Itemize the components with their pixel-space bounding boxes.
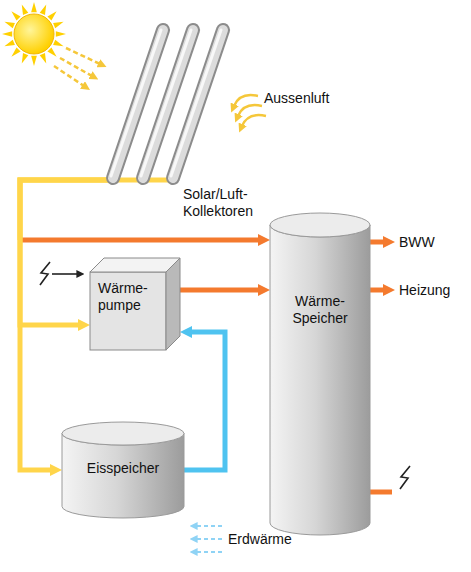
sun-rays-arrows bbox=[54, 48, 100, 86]
collector-group: Solar/Luft- Kollektoren bbox=[113, 20, 256, 224]
pipe-connector bbox=[184, 332, 225, 470]
output-label: BWW bbox=[399, 234, 435, 250]
sun-ray bbox=[22, 4, 29, 15]
node-text: Wärme- pumpe bbox=[98, 280, 148, 314]
ice-storage-tank: Eisspeicher bbox=[62, 422, 184, 518]
pipe-segment bbox=[20, 180, 113, 240]
collector-tube bbox=[171, 30, 223, 178]
sun-ray bbox=[56, 31, 66, 37]
sun-symbol bbox=[2, 2, 66, 66]
output-label: Heizung bbox=[399, 282, 450, 298]
pipe-segment bbox=[20, 238, 261, 243]
heat-pump-box: Wärme- pumpe bbox=[90, 258, 180, 350]
outside-air-label: Aussenluft bbox=[264, 90, 329, 106]
node-text: Eisspeicher bbox=[87, 460, 159, 477]
pipe-connector bbox=[20, 180, 261, 240]
sun-ray bbox=[47, 47, 56, 56]
heat-storage-tank: Wärme- Speicher bbox=[270, 213, 370, 535]
ground-heat-arrows bbox=[196, 526, 222, 552]
sun-ray bbox=[31, 56, 37, 66]
sun-ray bbox=[2, 31, 12, 37]
sun-ray bbox=[40, 4, 47, 15]
node-text: Solar/Luft- Kollektoren bbox=[183, 186, 253, 220]
sun-ray bbox=[53, 22, 64, 29]
sun-ray bbox=[11, 47, 20, 56]
sun-ray bbox=[31, 2, 37, 12]
node-text: Wärme- Speicher bbox=[292, 293, 347, 327]
sun-ray bbox=[4, 22, 15, 29]
pipe-segment bbox=[184, 332, 225, 470]
sun-ray bbox=[40, 53, 47, 64]
sun-ray bbox=[4, 40, 15, 47]
sun-ray bbox=[11, 11, 20, 20]
ground-heat-label: Erdwärme bbox=[228, 531, 292, 547]
sun-ray bbox=[47, 11, 56, 20]
sun-ray bbox=[22, 53, 29, 64]
outside-air-arrows bbox=[234, 95, 266, 126]
pipe-connector bbox=[180, 290, 261, 291]
pipe-segment bbox=[180, 288, 261, 293]
sun-ray bbox=[53, 40, 64, 47]
cyl-outline bbox=[270, 213, 370, 535]
